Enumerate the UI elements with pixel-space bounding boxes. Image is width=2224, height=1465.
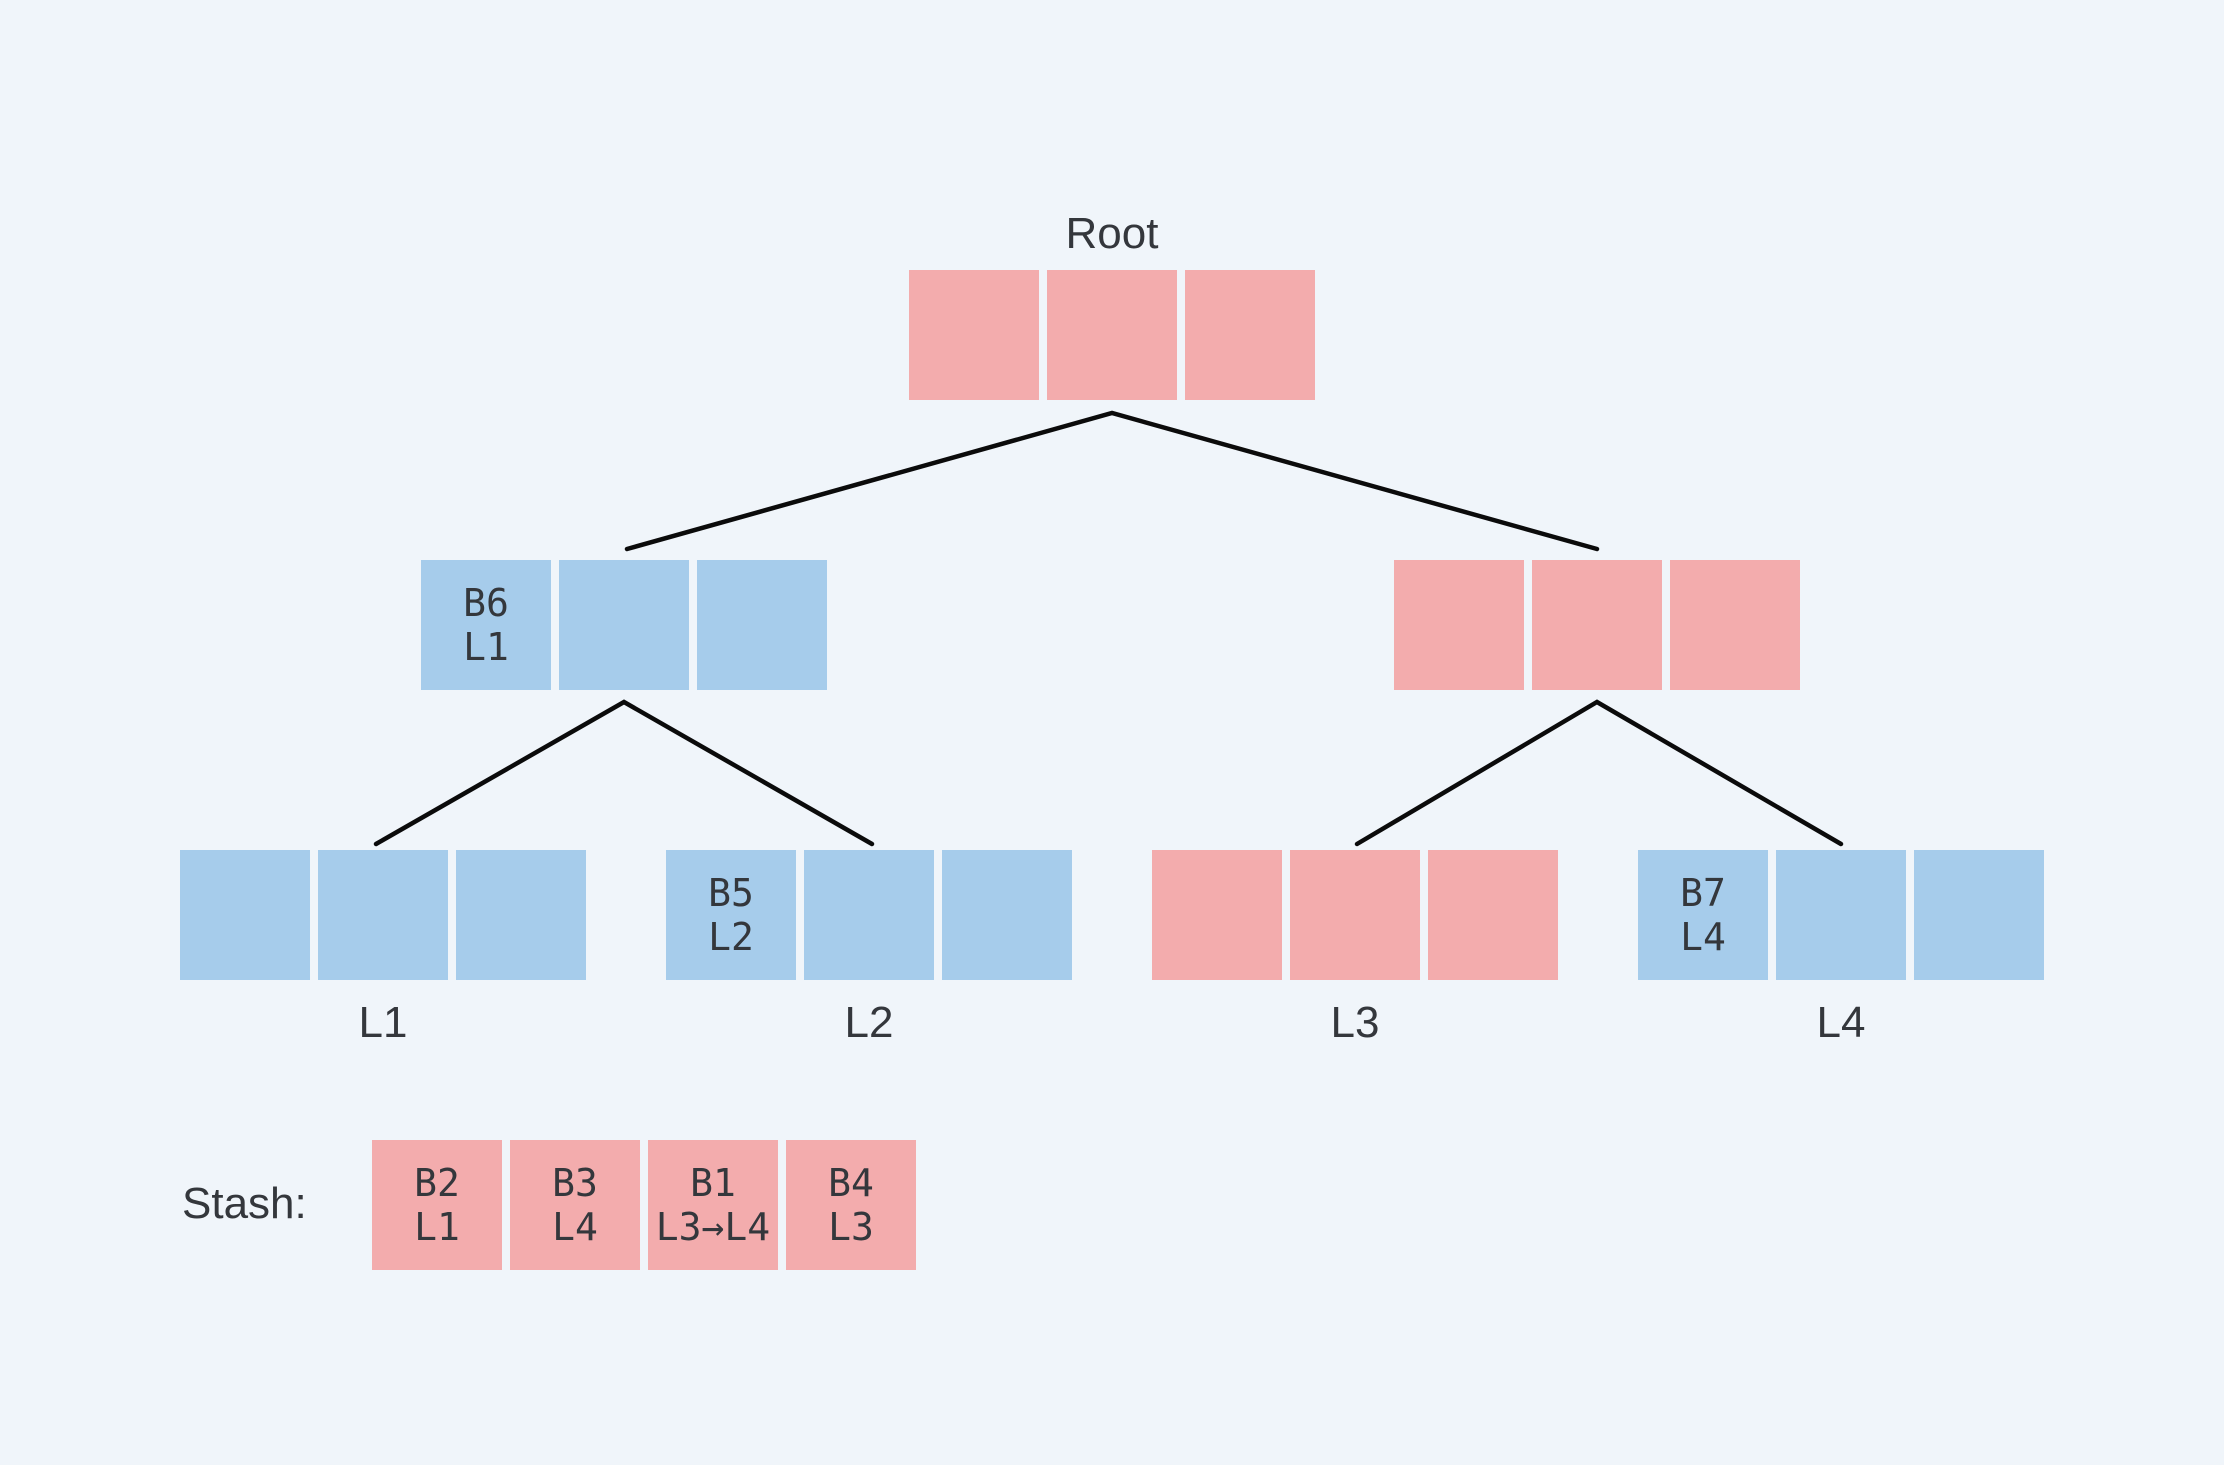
edge-internal-left-to-leaves xyxy=(373,699,875,847)
node-leaf-l2: B5 L2 xyxy=(666,850,1072,980)
cell-text-bottom: L3→L4 xyxy=(655,1205,771,1249)
internal-left-cell-2 xyxy=(559,560,689,690)
internal-right-cell-3 xyxy=(1670,560,1800,690)
leaf-l1-cell-2 xyxy=(318,850,448,980)
node-root xyxy=(909,270,1315,400)
cell-text-top: B1 xyxy=(690,1161,736,1205)
leaf-l2-cell-1: B5 L2 xyxy=(666,850,796,980)
leaf-l1-cell-1 xyxy=(180,850,310,980)
leaf-l3-cell-2 xyxy=(1290,850,1420,980)
root-label: Root xyxy=(1065,209,1159,258)
leaf-l4-cell-2 xyxy=(1776,850,1906,980)
leaf-label-l1: L1 xyxy=(358,998,408,1047)
leaf-label-l2: L2 xyxy=(844,998,894,1047)
stash-row: B2 L1 B3 L4 B1 L3→L4 B4 L3 xyxy=(372,1140,916,1270)
root-cell-1 xyxy=(909,270,1039,400)
leaf-l2-cell-2 xyxy=(804,850,934,980)
edge-root-to-children xyxy=(624,410,1600,552)
leaf-l1-cell-3 xyxy=(456,850,586,980)
leaf-l4-cell-3 xyxy=(1914,850,2044,980)
leaf-label-l4: L4 xyxy=(1816,998,1866,1047)
node-internal-left: B6 L1 xyxy=(421,560,827,690)
cell-text-bottom: L3 xyxy=(828,1205,874,1249)
cell-text-top: B4 xyxy=(828,1161,874,1205)
leaf-l4-cell-1: B7 L4 xyxy=(1638,850,1768,980)
leaf-l2-cell-3 xyxy=(942,850,1072,980)
edge-internal-right-to-leaves xyxy=(1354,699,1844,847)
cell-text-bottom: L1 xyxy=(414,1205,460,1249)
internal-right-cell-1 xyxy=(1394,560,1524,690)
cell-text-bottom: L1 xyxy=(463,625,509,669)
cell-text-top: B7 xyxy=(1680,871,1726,915)
cell-text-top: B6 xyxy=(463,581,509,625)
internal-right-cell-2 xyxy=(1532,560,1662,690)
cell-text-top: B5 xyxy=(708,871,754,915)
stash-item-b4: B4 L3 xyxy=(786,1140,916,1270)
stash-item-b3: B3 L4 xyxy=(510,1140,640,1270)
node-leaf-l1 xyxy=(180,850,586,980)
node-internal-right xyxy=(1394,560,1800,690)
root-cell-3 xyxy=(1185,270,1315,400)
node-leaf-l4: B7 L4 xyxy=(1638,850,2044,980)
internal-left-cell-1: B6 L1 xyxy=(421,560,551,690)
root-cell-2 xyxy=(1047,270,1177,400)
cell-text-top: B3 xyxy=(552,1161,598,1205)
cell-text-bottom: L4 xyxy=(552,1205,598,1249)
leaf-label-l3: L3 xyxy=(1330,998,1380,1047)
stash-item-b2: B2 L1 xyxy=(372,1140,502,1270)
cell-text-top: B2 xyxy=(414,1161,460,1205)
stash-item-b1: B1 L3→L4 xyxy=(648,1140,778,1270)
leaf-l3-cell-1 xyxy=(1152,850,1282,980)
leaf-l3-cell-3 xyxy=(1428,850,1558,980)
cell-text-bottom: L2 xyxy=(708,915,754,959)
node-leaf-l3 xyxy=(1152,850,1558,980)
stash-label: Stash: xyxy=(182,1179,307,1228)
cell-text-bottom: L4 xyxy=(1680,915,1726,959)
internal-left-cell-3 xyxy=(697,560,827,690)
